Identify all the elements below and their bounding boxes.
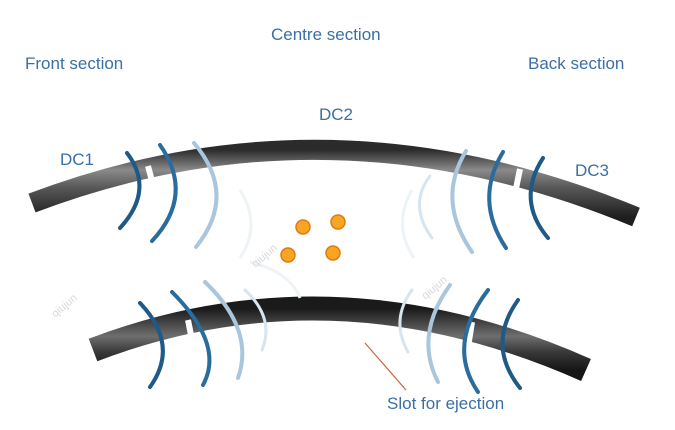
particle	[295, 219, 311, 235]
field-arcs-lower-left	[138, 280, 268, 389]
lower-gap-left	[185, 319, 198, 356]
faint-field-lines	[238, 189, 416, 299]
dc2-label: DC2	[319, 105, 354, 124]
lower-beam	[88, 296, 591, 381]
front-section-label: Front section	[25, 54, 124, 73]
particle	[325, 245, 341, 261]
upper-gap-left	[145, 165, 159, 197]
field-arcs-upper-right	[418, 149, 550, 254]
dc3-label: DC3	[575, 161, 610, 180]
particles	[280, 214, 346, 263]
upper-gap-right	[509, 168, 523, 209]
slot-label: Slot for ejection	[387, 394, 505, 413]
field-arcs-lower-right	[398, 283, 522, 394]
centre-section-label: Centre section	[271, 25, 381, 44]
lower-gap-right	[463, 321, 475, 361]
particle	[280, 247, 296, 263]
upper-beam	[28, 139, 640, 227]
dc1-label: DC1	[60, 150, 95, 169]
slot-pointer-line	[364, 342, 407, 391]
particle	[330, 214, 346, 230]
back-section-label: Back section	[528, 54, 625, 73]
field-arcs-upper-left	[118, 141, 219, 249]
